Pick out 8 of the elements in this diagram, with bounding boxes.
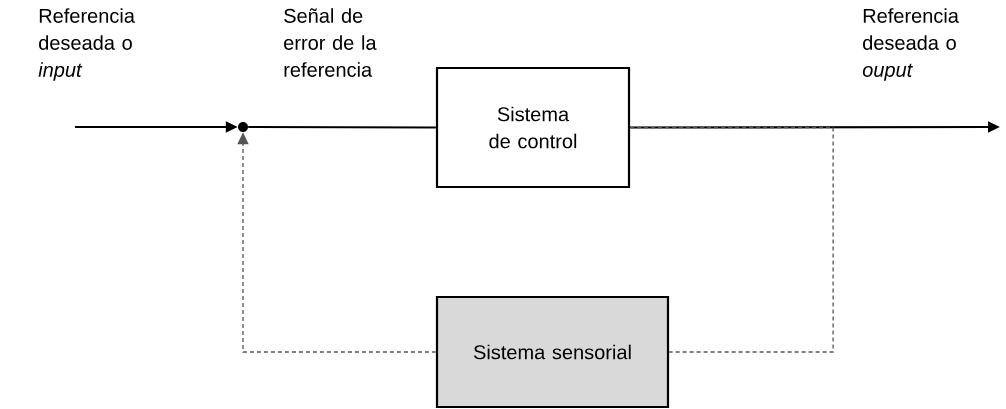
signal-label: Referencia deseada o ouput	[862, 8, 959, 81]
connector-line	[248, 125, 436, 129]
process-box: Sistema de control	[435, 66, 631, 189]
process-box: Sistema sensorial	[435, 295, 670, 409]
signal-label: Referencia deseada o input	[38, 8, 135, 81]
signal-label: Señal de error de la referencia	[284, 8, 377, 77]
connector-line	[629, 126, 834, 353]
summing-junction	[238, 122, 248, 132]
